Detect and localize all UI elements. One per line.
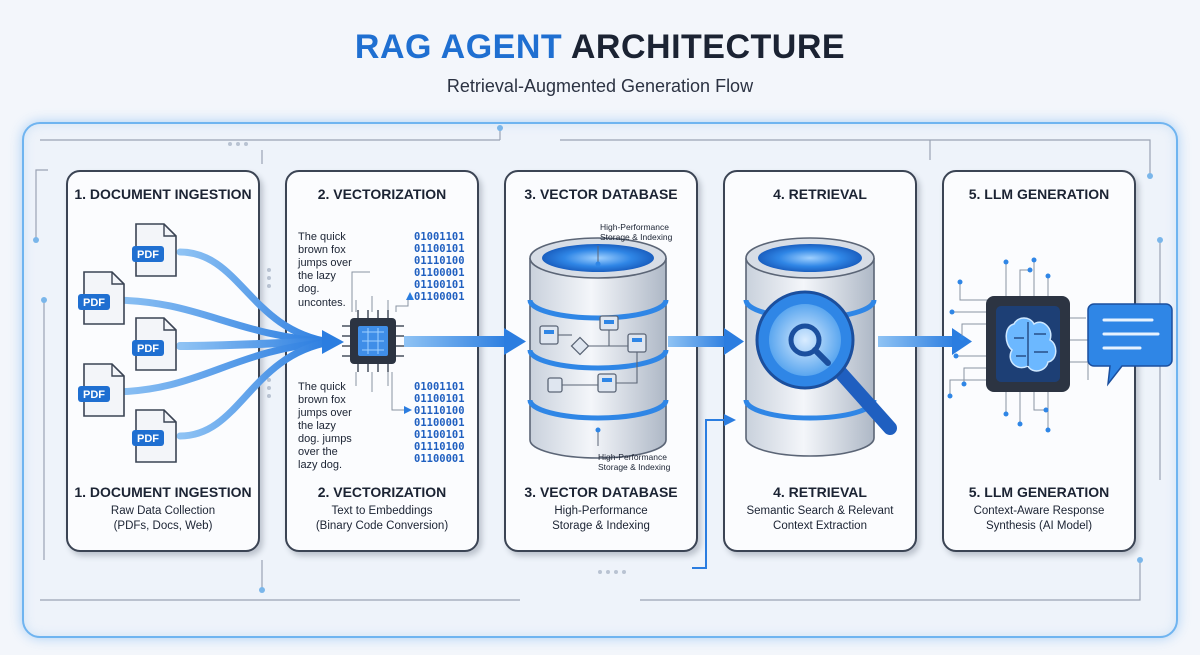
text-line: dog. jumps — [298, 433, 352, 445]
binary-line: 01100101 — [414, 393, 465, 405]
stage-ingestion-title: 1. DOCUMENT INGESTION — [74, 484, 252, 500]
stage-ingestion-desc-line1: Raw Data Collection — [110, 505, 216, 517]
magnifier-icon — [755, 290, 897, 435]
stage-generation-desc-line2: Synthesis (AI Model) — [985, 520, 1093, 532]
stage-generation-description: Context-Aware Response Synthesis (AI Mod… — [952, 504, 1126, 534]
chip-connectors — [351, 271, 409, 411]
llm-chip-traces — [949, 260, 1091, 430]
text-line: The quick — [298, 381, 346, 393]
database-callout-bottom: High-Performance Storage & Indexing — [595, 427, 671, 472]
binary-line: 01100001 — [414, 453, 465, 465]
flow-arrow-3-to-4 — [668, 328, 744, 355]
title-highlight: RAG AGENT — [354, 28, 563, 66]
binary-code-top: 01001101 01100101 01110100 01100001 0110… — [414, 231, 465, 303]
stage-retrieval-heading: 4. RETRIEVAL — [773, 186, 867, 202]
text-line: dog. — [298, 283, 319, 295]
stage-database-desc-line2: Storage & Indexing — [552, 520, 650, 532]
pdf-label: PDF — [83, 297, 105, 309]
llm-trace-nodes — [947, 257, 1051, 433]
callout-text: High-Performance — [600, 222, 669, 232]
callout-text: Storage & Indexing — [600, 232, 673, 242]
binary-line: 01001101 — [414, 231, 465, 243]
pdf-label: PDF — [137, 433, 159, 445]
binary-line: 01100101 — [414, 429, 465, 441]
stage-database-desc-line1: High-Performance — [554, 505, 648, 517]
page-subtitle: Retrieval-Augmented Generation Flow — [446, 76, 754, 96]
binary-line: 01100001 — [414, 267, 465, 279]
binary-line: 01100101 — [414, 279, 465, 291]
stage-retrieval-desc-line1: Semantic Search & Relevant — [746, 505, 894, 517]
text-line: the lazy — [298, 420, 336, 432]
pdf-label: PDF — [137, 343, 159, 355]
pdf-document-icon: PDF — [132, 223, 177, 277]
stage-ingestion-description: Raw Data Collection (PDFs, Docs, Web) — [76, 504, 250, 534]
stage-database-title: 3. VECTOR DATABASE — [524, 484, 678, 500]
text-line: brown fox — [298, 394, 346, 406]
pdf-document-icon: PDF — [78, 363, 125, 417]
stage-generation-desc-line1: Context-Aware Response — [973, 505, 1105, 517]
binary-line: 01100001 — [414, 417, 465, 429]
pdf-label: PDF — [137, 249, 159, 261]
callout-text: High-Performance — [598, 452, 667, 462]
stage-vectorization-desc-line2: (Binary Code Conversion) — [315, 520, 449, 532]
stage-ingestion-desc-line2: (PDFs, Docs, Web) — [113, 520, 213, 532]
stage-vectorization-description: Text to Embeddings (Binary Code Conversi… — [295, 504, 469, 534]
database-cylinder-icon — [527, 237, 669, 459]
retrieval-feedback-line — [692, 414, 736, 569]
text-line: over the — [298, 446, 338, 458]
text-line: the lazy — [298, 270, 336, 282]
stage-vectorization-heading: 2. VECTORIZATION — [317, 186, 447, 202]
text-line: brown fox — [298, 244, 346, 256]
vectorization-text-bottom: The quick brown fox jumps over the lazy … — [297, 381, 352, 471]
chip-up-arrow — [406, 292, 414, 300]
brain-chip-icon — [986, 296, 1070, 392]
text-line: jumps over — [297, 257, 352, 269]
pdf-label: PDF — [83, 389, 105, 401]
cpu-chip-icon — [342, 310, 404, 372]
text-line: lazy dog. — [298, 459, 342, 471]
binary-line: 01110100 — [414, 405, 465, 417]
stage-ingestion-heading: 1. DOCUMENT INGESTION — [74, 186, 252, 202]
chip-right-arrow — [404, 406, 412, 414]
stage-vectorization-title: 2. VECTORIZATION — [317, 484, 447, 500]
binary-code-bottom: 01001101 01100101 01110100 01100001 0110… — [414, 381, 465, 465]
chat-bubble-icon — [1087, 303, 1173, 387]
binary-line: 01110100 — [414, 255, 465, 267]
vectorization-text-top: The quick brown fox jumps over the lazy … — [297, 231, 352, 309]
binary-line: 01100001 — [414, 291, 465, 303]
stage-generation-heading: 5. LLM GENERATION — [968, 186, 1110, 202]
stage-generation-title: 5. LLM GENERATION — [968, 484, 1110, 500]
title-rest: ARCHITECTURE — [570, 28, 846, 66]
stage-retrieval-title: 4. RETRIEVAL — [773, 484, 867, 500]
page-title: RAG AGENT ARCHITECTURE — [0, 28, 1200, 67]
ingestion-flow-arrows — [106, 248, 334, 440]
database-callout-top: High-Performance Storage & Indexing — [595, 222, 673, 267]
flow-arrow-2-to-3 — [404, 328, 526, 355]
binary-line: 01110100 — [414, 441, 465, 453]
stage-retrieval-desc-line2: Context Extraction — [773, 520, 867, 532]
callout-text: Storage & Indexing — [598, 462, 671, 472]
ingestion-arrowhead — [322, 330, 344, 354]
binary-line: 01100101 — [414, 243, 465, 255]
stage-vectorization-desc-line1: Text to Embeddings — [331, 505, 433, 517]
stage-retrieval-description: Semantic Search & Relevant Context Extra… — [733, 504, 907, 534]
pdf-document-icon: PDF — [78, 271, 125, 325]
binary-line: 01001101 — [414, 381, 465, 393]
pdf-document-icon: PDF — [132, 317, 177, 371]
text-line: The quick — [298, 231, 346, 243]
stage-database-heading: 3. VECTOR DATABASE — [524, 186, 678, 202]
pdf-document-icon: PDF — [132, 409, 177, 463]
text-line: jumps over — [297, 407, 352, 419]
text-line: uncontes. — [298, 297, 346, 309]
flow-arrow-4-to-5 — [878, 328, 972, 355]
stage-database-description: High-Performance Storage & Indexing — [514, 504, 688, 534]
